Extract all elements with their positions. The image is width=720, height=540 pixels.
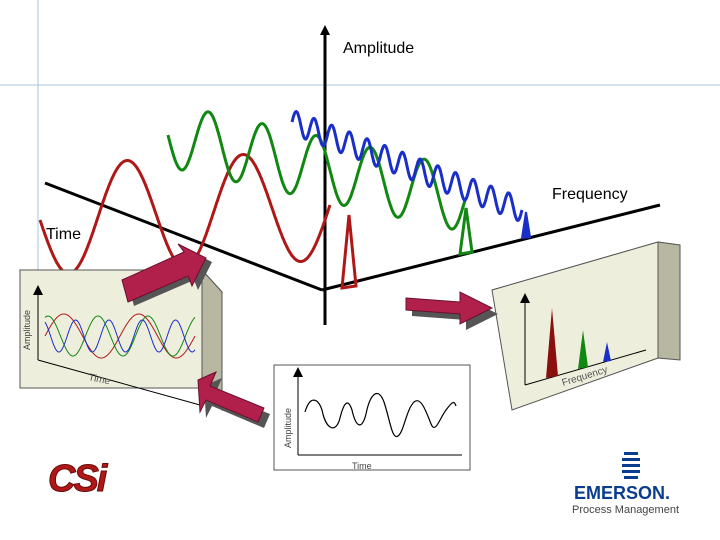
blue-spectral-peak: [520, 211, 532, 240]
frequency-panel-red-peak: [546, 308, 558, 378]
time-panel-time-label: Time: [87, 372, 111, 387]
time-panel-x-axis: [37, 359, 201, 406]
arrow-to-time-panel: [121, 243, 212, 306]
frequency-panel-blue-peak: [603, 342, 611, 362]
amplitude-axis-label: Amplitude: [343, 40, 414, 57]
emerson-tagline: Process Management: [572, 504, 679, 516]
time-axis: [44, 181, 323, 292]
combined-waveform: [304, 392, 457, 438]
emerson-wordmark: EMERSON.: [574, 483, 670, 503]
time-axis-label: Time: [46, 226, 81, 243]
frequency-axis: [321, 203, 661, 292]
waveform-panel-amplitude-label: Amplitude: [283, 408, 293, 448]
arrow-to-frequency-panel: [405, 291, 498, 330]
time-domain-panel: Amplitude Time: [18, 268, 224, 412]
time-panel-blue-wave: [44, 319, 196, 353]
time-panel-amplitude-label: Amplitude: [22, 310, 32, 350]
frequency-axis-label: Frequency: [552, 186, 628, 203]
svg-text:CSi: CSi: [48, 458, 109, 500]
time-panel-green-wave: [44, 315, 196, 357]
combined-waveform-panel: Amplitude Time: [273, 364, 471, 471]
emerson-logo: EMERSON. Process Management: [572, 452, 679, 516]
red-spectral-peak: [340, 214, 358, 290]
emerson-globe-icon: [622, 452, 640, 479]
frequency-panel-green-peak: [578, 330, 588, 369]
arrow-to-waveform-panel: [197, 371, 270, 428]
frequency-domain-panel: Frequency: [491, 241, 681, 411]
waveform-panel-time-label: Time: [352, 461, 372, 471]
blue-high-frequency-wave: [290, 110, 524, 222]
csi-logo: CSi: [48, 458, 112, 501]
green-spectral-peak: [458, 207, 474, 256]
